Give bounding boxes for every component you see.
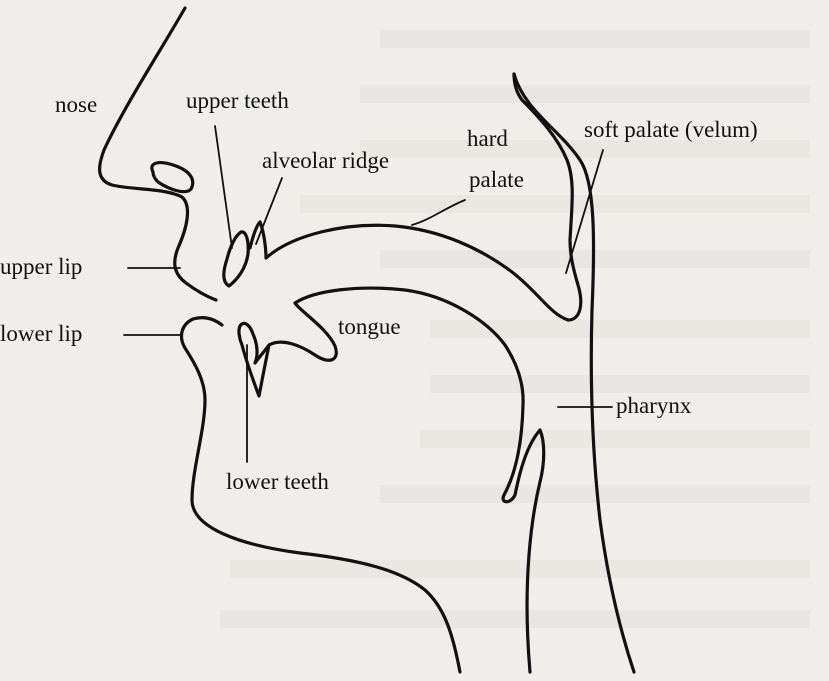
leader-lines bbox=[123, 125, 613, 463]
label-hard-palate-line1: hard bbox=[467, 126, 508, 151]
lower-teeth-outline bbox=[237, 321, 271, 398]
label-lower-teeth: lower teeth bbox=[226, 469, 329, 494]
labels: nose upper teeth alveolar ridge hard pal… bbox=[0, 88, 758, 494]
upper-teeth-leader bbox=[214, 125, 233, 249]
lower-lip-and-jaw-outline bbox=[179, 316, 462, 674]
label-hard-palate-line2: palate bbox=[469, 167, 524, 192]
label-upper-teeth: upper teeth bbox=[186, 88, 289, 113]
label-soft-palate: soft palate (velum) bbox=[584, 117, 758, 142]
soft-palate-leader bbox=[565, 149, 604, 274]
bleed-through-texture bbox=[220, 30, 810, 628]
label-nose: nose bbox=[55, 92, 97, 117]
upper-teeth-outline bbox=[222, 230, 250, 288]
label-pharynx: pharynx bbox=[616, 393, 692, 418]
alveolar-ridge-leader bbox=[255, 177, 283, 245]
anatomy-outlines bbox=[98, 6, 636, 674]
pharynx-wall-outline bbox=[512, 72, 636, 674]
label-upper-lip: upper lip bbox=[0, 254, 82, 279]
palate-outline bbox=[248, 72, 583, 322]
hard-palate-leader bbox=[411, 199, 466, 226]
label-alveolar-ridge: alveolar ridge bbox=[262, 148, 389, 173]
label-tongue: tongue bbox=[338, 314, 401, 339]
tongue-outline bbox=[267, 286, 546, 674]
label-lower-lip: lower lip bbox=[0, 321, 82, 346]
nose-and-upper-lip-outline bbox=[98, 6, 218, 302]
nostril-outline bbox=[150, 161, 195, 194]
